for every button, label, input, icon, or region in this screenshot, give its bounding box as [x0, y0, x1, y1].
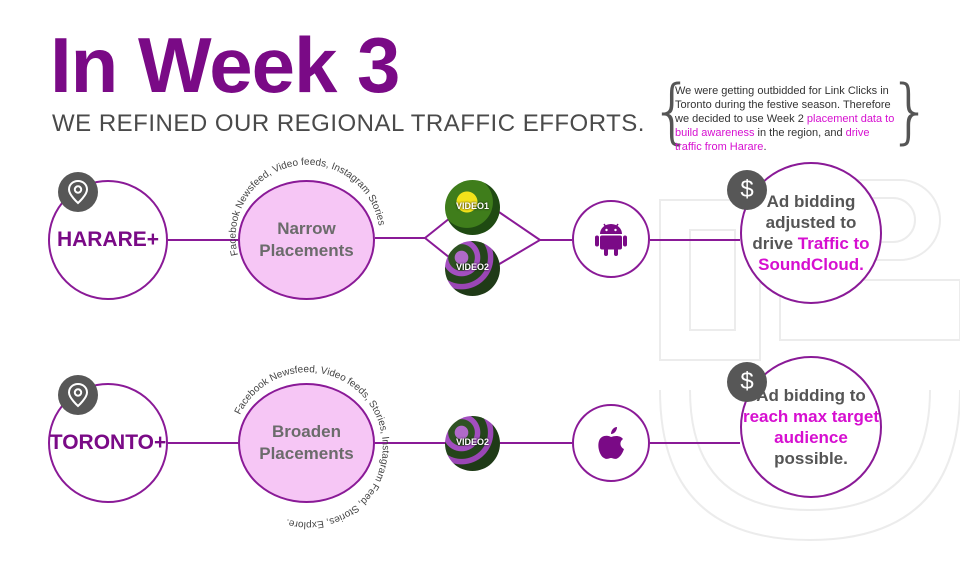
- map-pin-icon: [58, 172, 98, 212]
- note-text-3: .: [763, 141, 767, 153]
- placement-subtitle: Placements: [259, 241, 354, 260]
- video-thumbnail-2[interactable]: VIDEO2: [445, 241, 500, 296]
- note-text-2: in the region, and: [754, 127, 846, 139]
- placement-title: Narrow: [277, 219, 336, 238]
- video-label: VIDEO1: [455, 201, 489, 211]
- video-thumbnail-1[interactable]: VIDEO1: [445, 180, 500, 235]
- video-label: VIDEO2: [455, 262, 489, 272]
- placement-title: Broaden: [272, 422, 341, 441]
- right-brace: }: [888, 70, 933, 152]
- connector-videos-merge: [495, 209, 542, 267]
- city-label: TORONTO+: [49, 431, 167, 454]
- result-text-3: drive: [752, 234, 798, 253]
- left-brace: {: [650, 70, 695, 152]
- placement-subtitle: Placements: [259, 444, 354, 463]
- platform-node-apple: [572, 404, 650, 482]
- video-thumbnail-2[interactable]: VIDEO2: [445, 416, 500, 471]
- result-text-4: possible.: [774, 449, 848, 468]
- result-highlight: Traffic to SoundCloud.: [758, 234, 870, 274]
- city-label: HARARE+: [56, 228, 160, 251]
- note-highlight-1: placement data to build awareness: [675, 113, 895, 139]
- android-icon: [595, 223, 627, 256]
- dollar-icon: $: [727, 362, 767, 402]
- apple-icon: [598, 427, 624, 459]
- video-label: VIDEO2: [455, 437, 489, 447]
- note-highlight-2: drive traffic from Harare: [675, 127, 870, 153]
- note-text-1: We were getting outbidded for Link Click…: [675, 85, 891, 125]
- result-text-2: adjusted to: [765, 213, 857, 232]
- context-note: We were getting outbidded for Link Click…: [675, 84, 897, 154]
- result-highlight: reach max target audience: [742, 407, 880, 447]
- result-text-1: Ad bidding: [766, 192, 856, 211]
- map-pin-icon: [58, 375, 98, 415]
- page-subtitle: WE REFINED OUR REGIONAL TRAFFIC EFFORTS.: [52, 110, 645, 137]
- page-title: In Week 3: [50, 21, 400, 109]
- result-node-harare: Ad bidding adjusted to drive Traffic to …: [740, 162, 882, 304]
- platform-node-android: [572, 200, 650, 278]
- dollar-icon: $: [727, 170, 767, 210]
- result-text-1: Ad bidding to: [756, 386, 866, 405]
- result-node-toronto: Ad bidding to reach max target audience …: [740, 356, 882, 498]
